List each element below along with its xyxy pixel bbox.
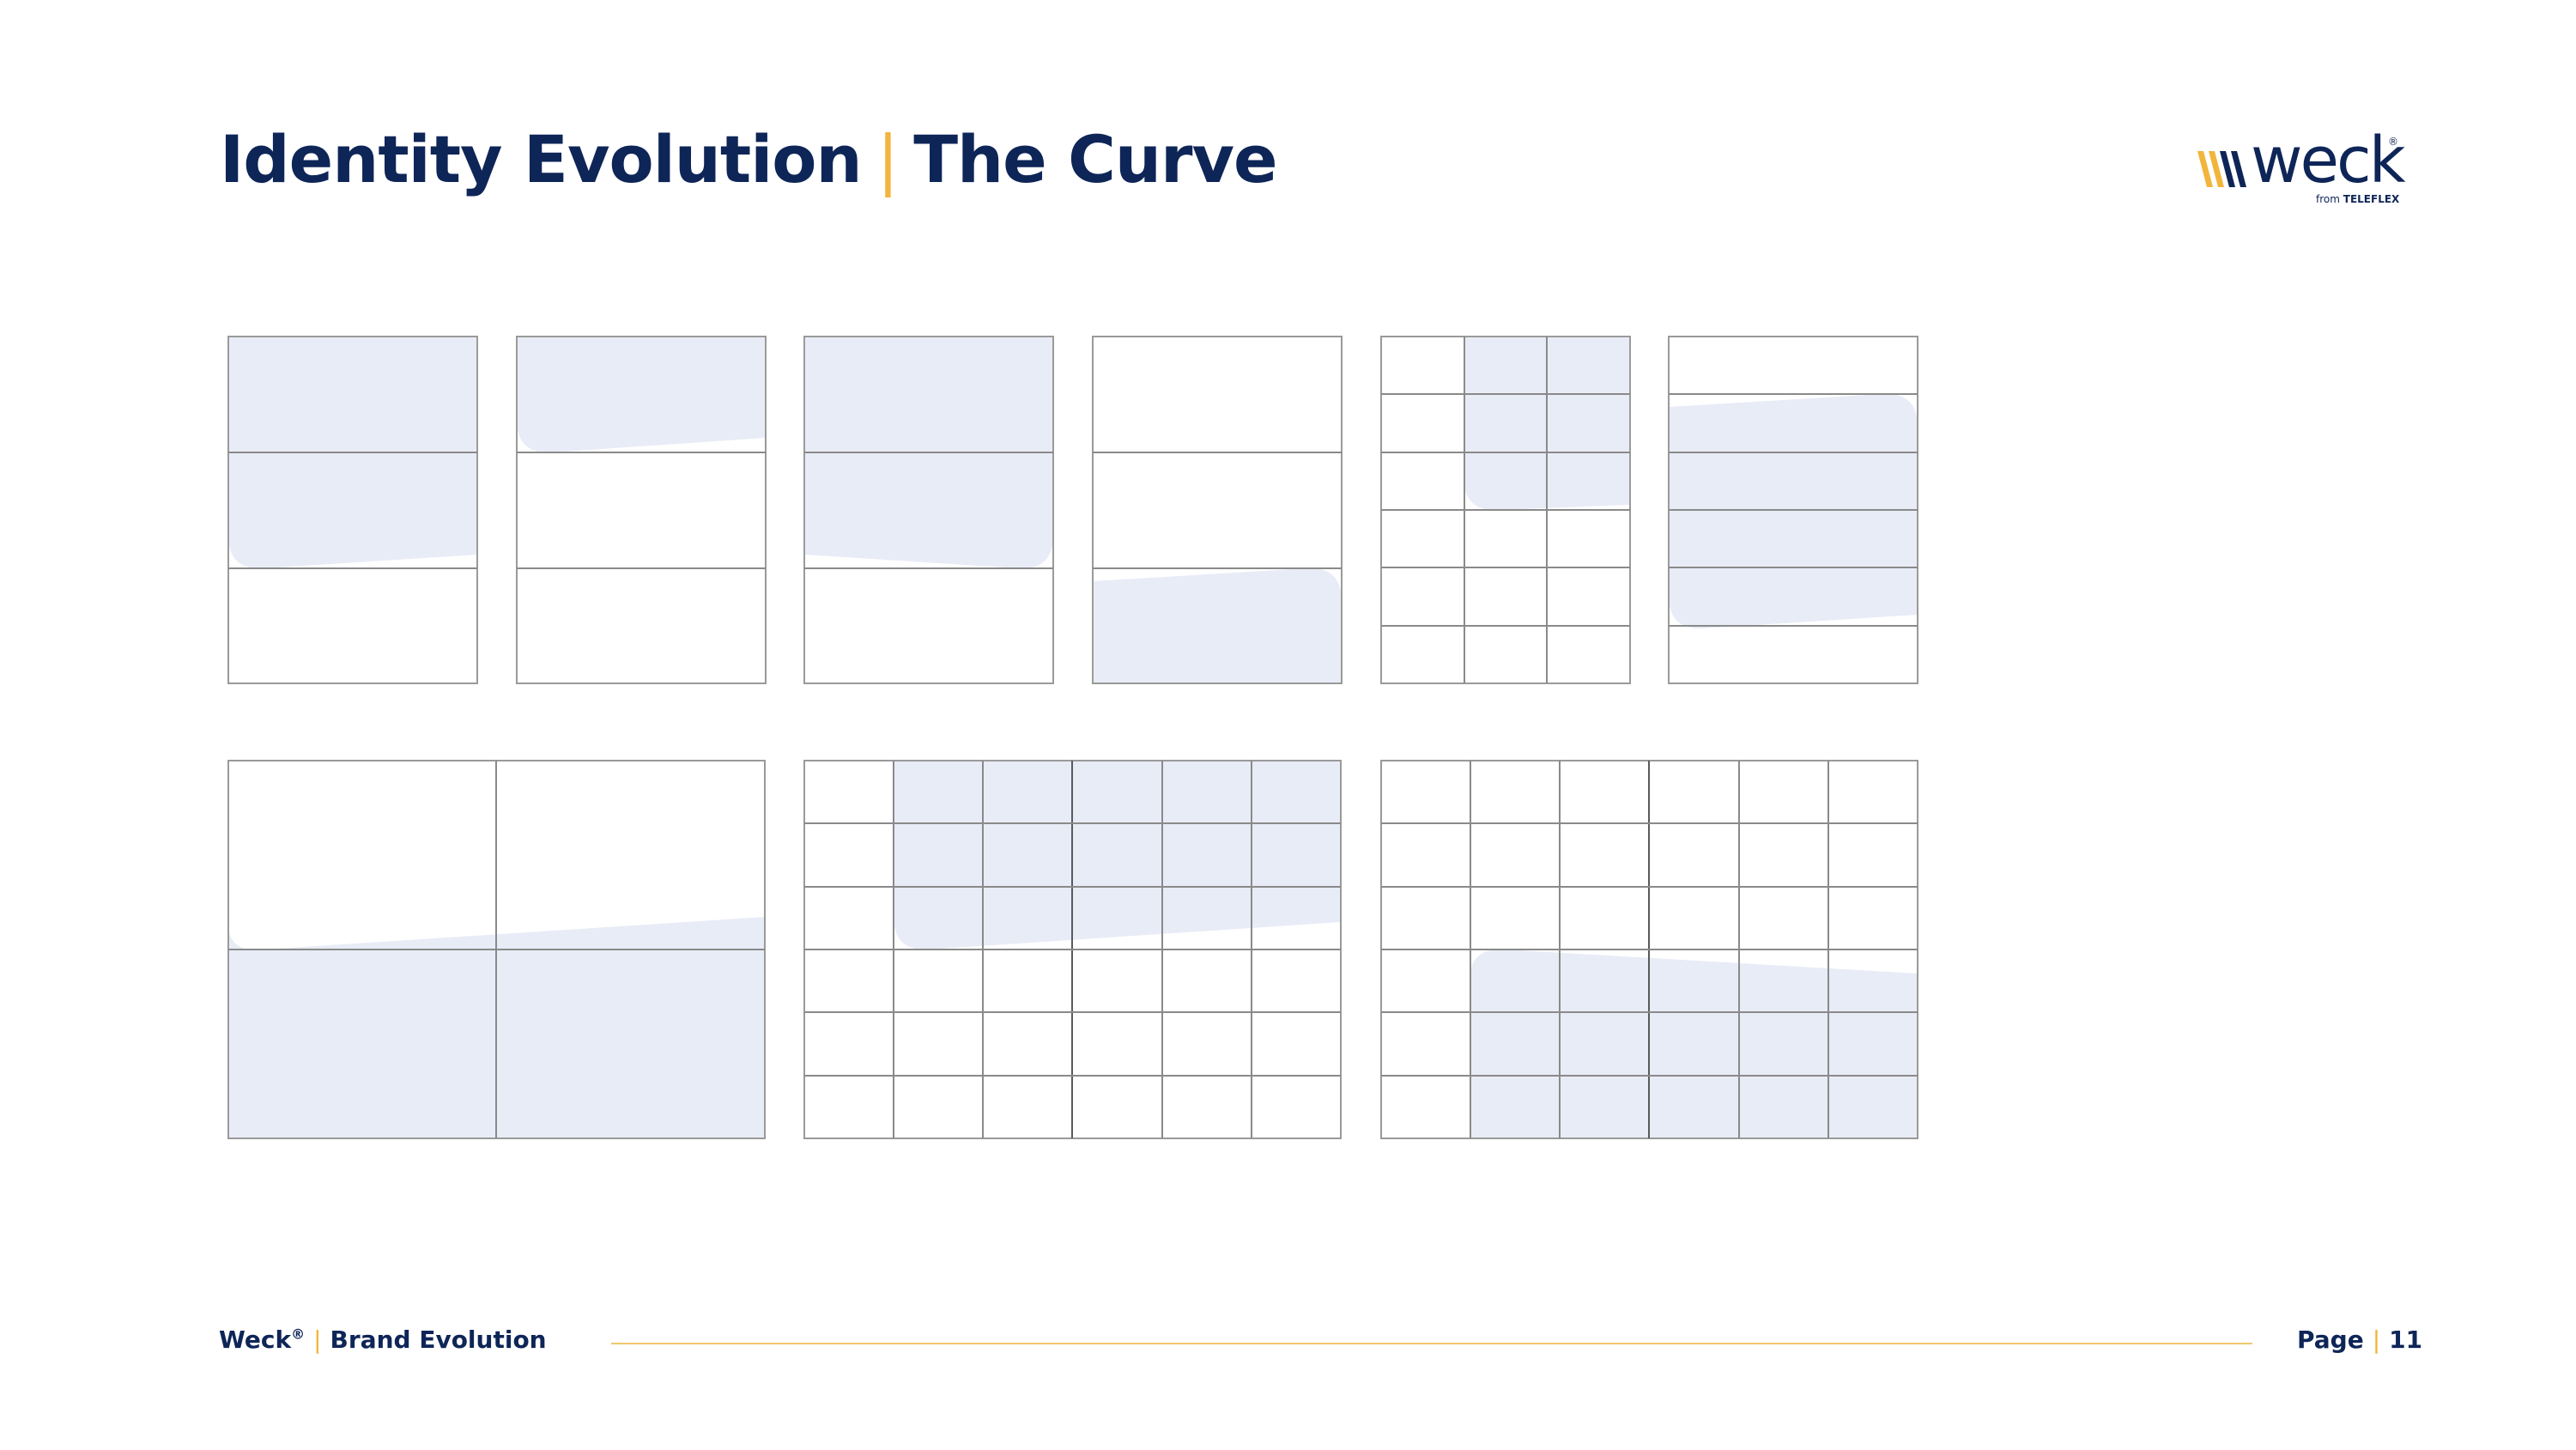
footer-brand-reg: ® (291, 1326, 306, 1343)
title-sub: The Curve (913, 121, 1277, 197)
curve-grid-3-graphic (803, 336, 1054, 684)
footer-page-number: 11 (2389, 1326, 2423, 1354)
logo-from-prefix: from (2316, 193, 2340, 205)
curve-grid-7-graphic (227, 760, 766, 1139)
grid-panel-5 (1380, 336, 1631, 684)
curve-grid-9-graphic (1380, 760, 1918, 1139)
grid-panel-7 (227, 760, 766, 1139)
curve-grid-6-graphic (1668, 336, 1918, 684)
weck-logo: weck ® from TELEFLEX (2197, 129, 2406, 213)
title-main: Identity Evolution (220, 121, 863, 197)
grid-panel-4 (1092, 336, 1343, 684)
grid-panel-1 (227, 336, 478, 684)
footer-brand: Weck (219, 1326, 292, 1354)
footer-brand-section: Weck® | Brand Evolution (219, 1326, 547, 1354)
footer-page-indicator: Page | 11 (2297, 1326, 2422, 1354)
logo-stripes-icon (2197, 151, 2246, 187)
curve-grid-2-graphic (516, 336, 767, 684)
footer-separator: | (313, 1326, 322, 1354)
curve-grid-4-graphic (1092, 336, 1343, 684)
footer-divider (611, 1343, 2252, 1344)
title-separator: | (876, 121, 900, 197)
logo-from-teleflex: from TELEFLEX (2316, 193, 2399, 205)
curve-grid-8-graphic (803, 760, 1342, 1139)
grid-panel-9 (1380, 760, 1918, 1139)
logo-from-brand: TELEFLEX (2343, 193, 2400, 205)
logo-wordmark: weck (2251, 124, 2406, 197)
footer-page-label: Page (2297, 1326, 2364, 1354)
footer-page-separator: | (2372, 1326, 2381, 1354)
grid-panel-3 (803, 336, 1054, 684)
curve-grid-5-graphic (1380, 336, 1631, 684)
page-title: Identity Evolution|The Curve (220, 127, 1278, 192)
grid-panel-6 (1668, 336, 1918, 684)
footer-section-title: Brand Evolution (330, 1326, 547, 1354)
grid-panel-8 (803, 760, 1342, 1139)
curve-grid-1-graphic (227, 336, 478, 684)
grid-panel-2 (516, 336, 767, 684)
logo-registered-mark: ® (2388, 136, 2398, 148)
